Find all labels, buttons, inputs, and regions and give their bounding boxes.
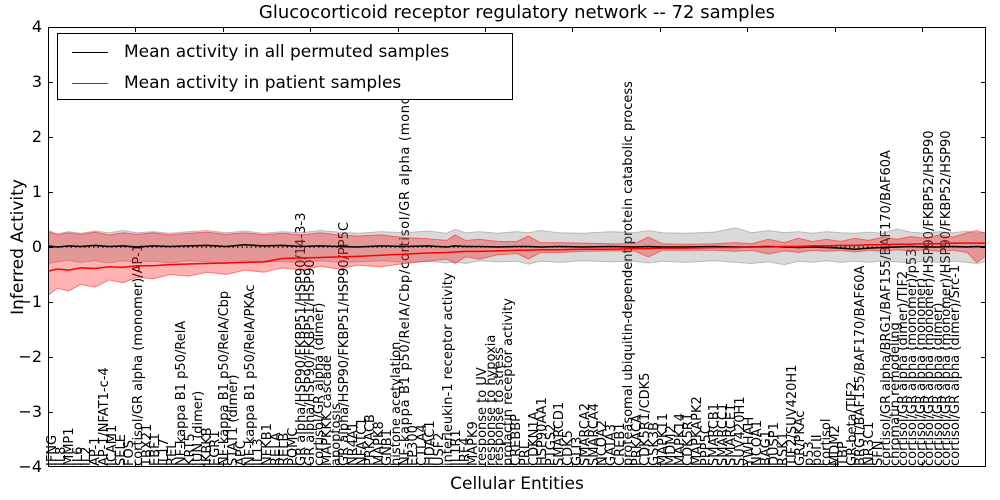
x-axis-label: Cellular Entities — [450, 474, 584, 494]
y-tick-label: −3 — [18, 402, 42, 421]
legend-line-red — [72, 82, 108, 84]
y-tick-label: 4 — [31, 17, 42, 36]
legend-item-permuted: Mean activity in all permuted samples — [58, 41, 449, 63]
y-tick-label: −2 — [18, 347, 42, 366]
y-tick-label: −4 — [18, 457, 42, 476]
legend-item-patient: Mean activity in patient samples — [58, 72, 401, 94]
y-tick-label: 0 — [31, 237, 42, 256]
y-tick-label: 2 — [31, 127, 42, 146]
y-tick-label: −1 — [18, 292, 42, 311]
legend-label: Mean activity in patient samples — [124, 73, 402, 93]
chart-title: Glucocorticoid receptor regulatory netwo… — [258, 2, 776, 23]
patient-mean-line — [48, 242, 986, 272]
legend: Mean activity in all permuted samples Me… — [57, 33, 513, 100]
permuted-mean-line — [48, 244, 986, 250]
y-tick-label: 1 — [31, 182, 42, 201]
legend-label: Mean activity in all permuted samples — [124, 42, 450, 62]
plot-area — [48, 27, 986, 467]
y-tick-label: 3 — [31, 72, 42, 91]
legend-line-black — [72, 51, 108, 53]
